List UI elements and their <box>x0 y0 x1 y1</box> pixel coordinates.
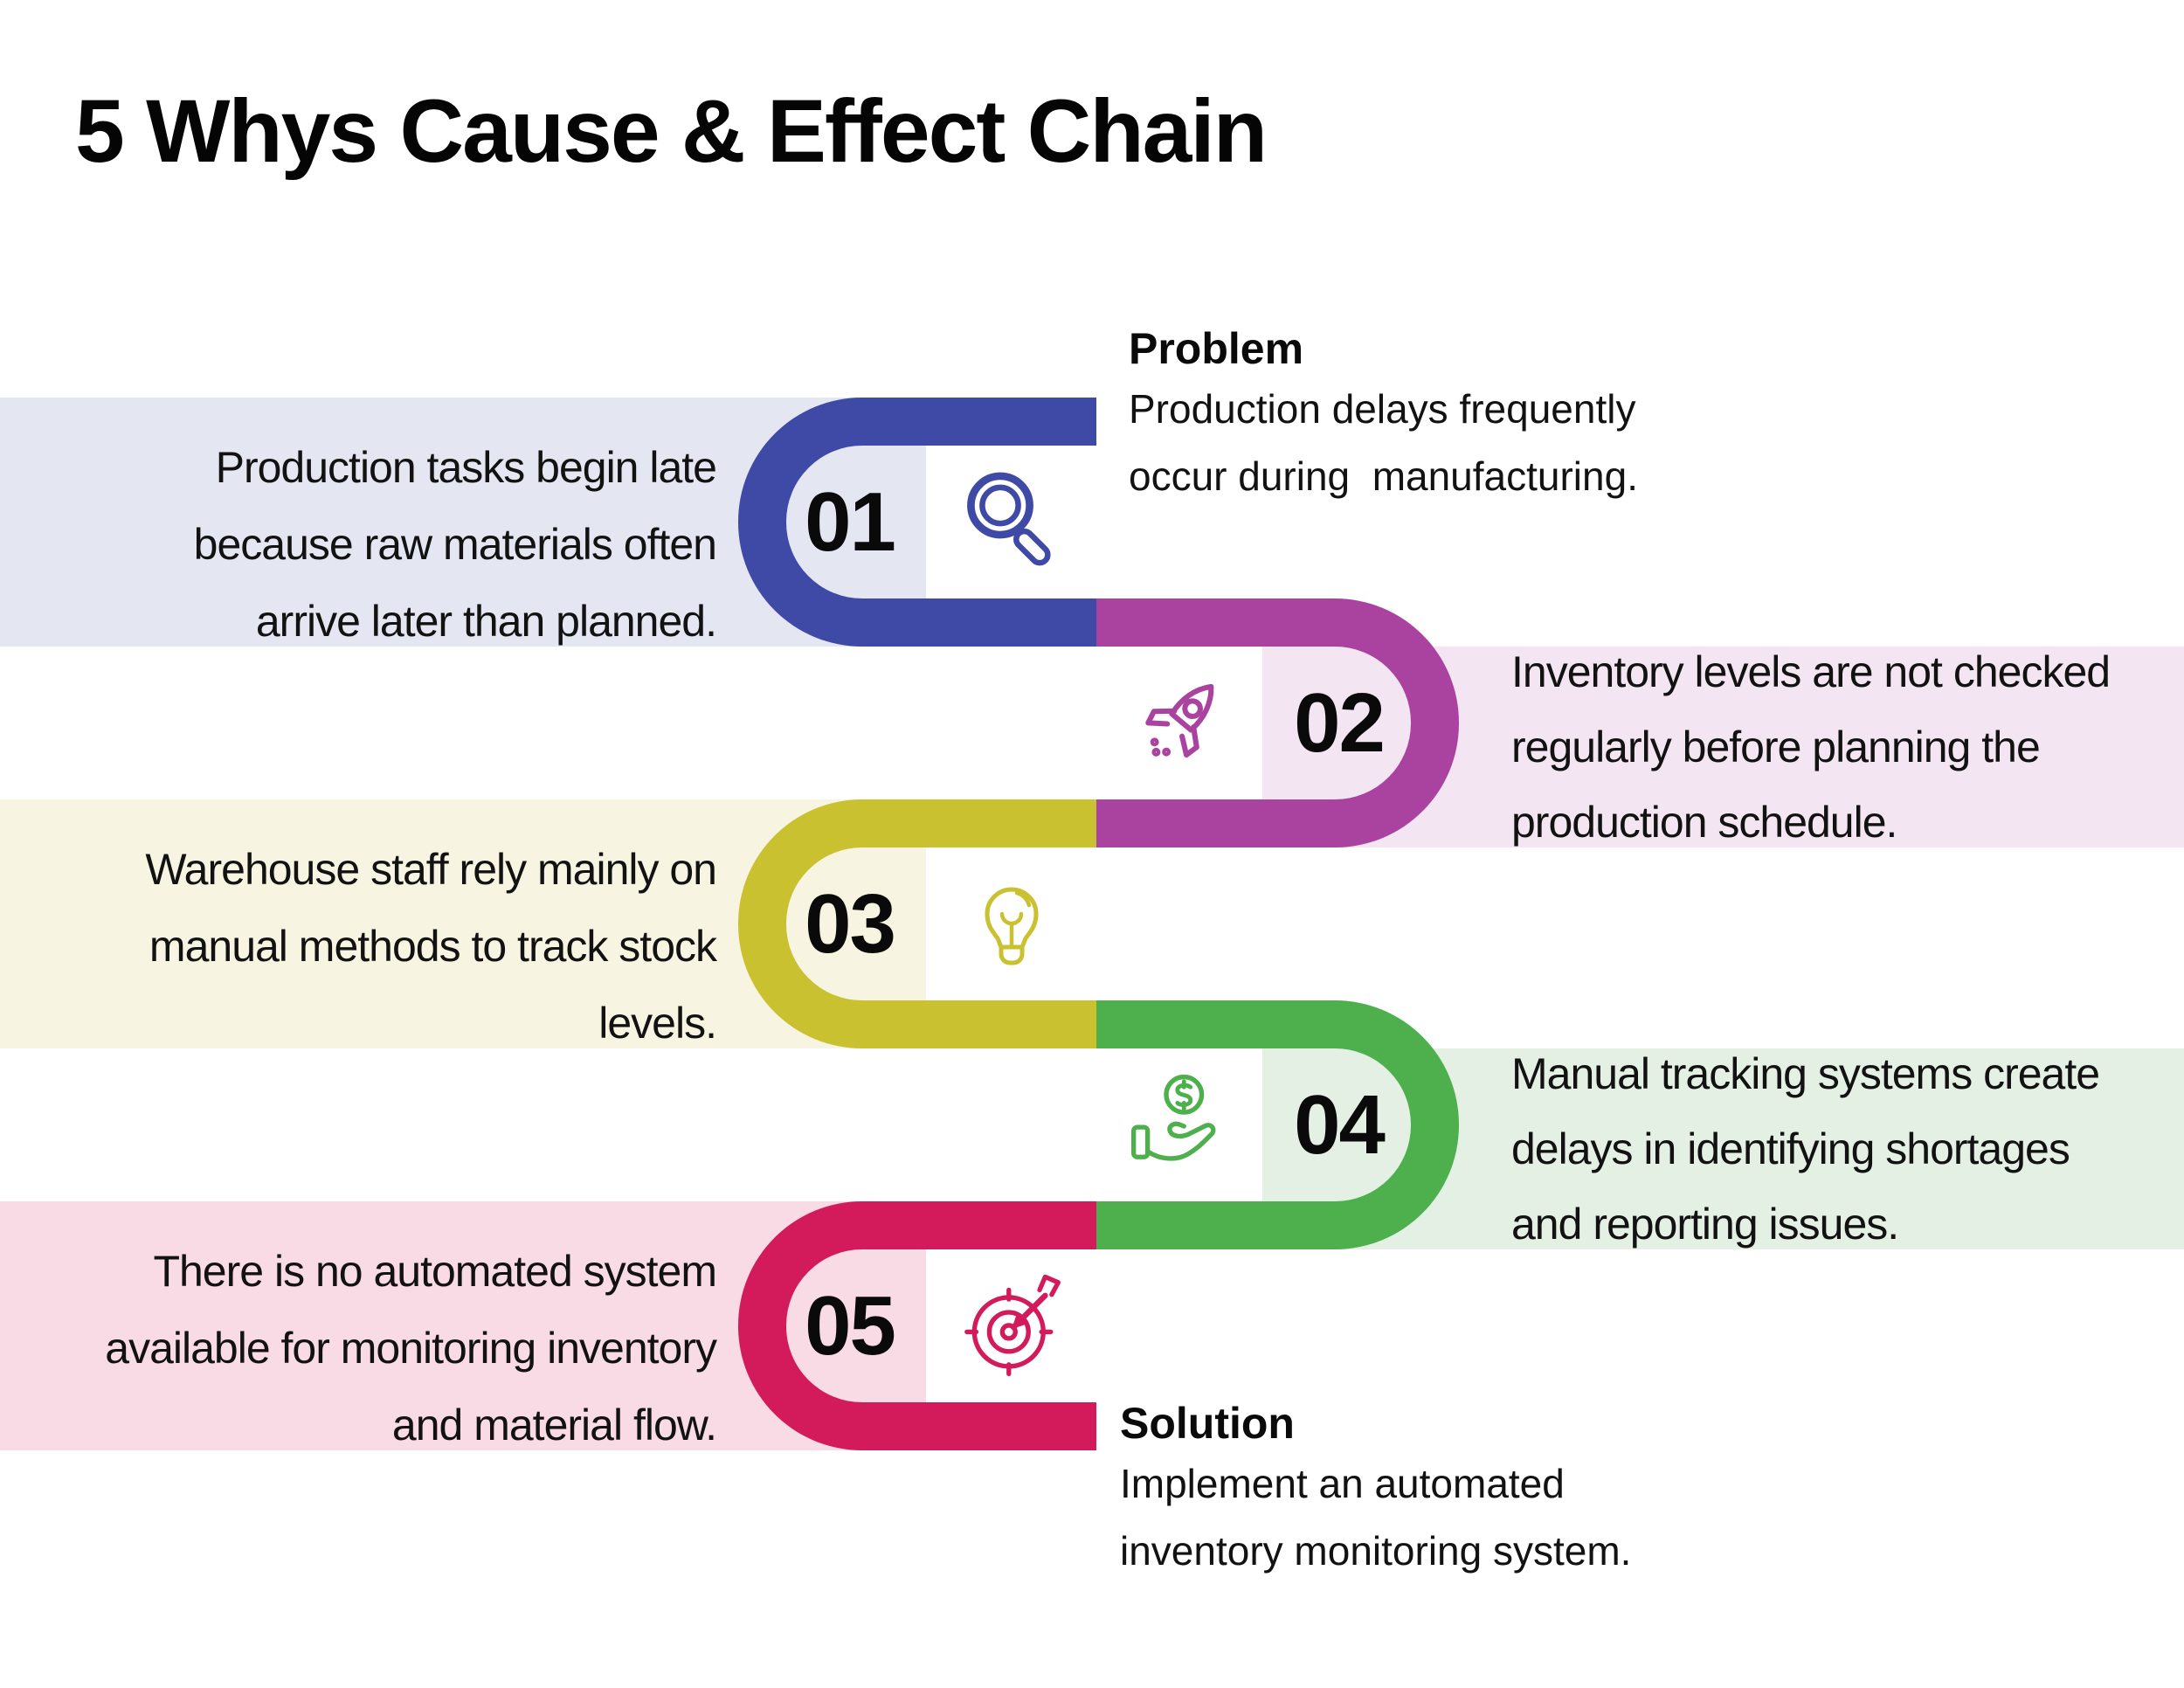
solution-line: inventory monitoring system. <box>1120 1528 1632 1574</box>
problem-note: Problem Production delays frequently occ… <box>1129 322 1740 510</box>
step-03-text: Warehouse staff rely mainly on manual me… <box>35 821 717 1070</box>
step-01-number: 01 <box>805 474 896 569</box>
step-text-line: There is no automated system <box>153 1246 717 1296</box>
solution-heading: Solution <box>1120 1399 1295 1448</box>
problem-line: Production delays frequently <box>1129 386 1636 432</box>
step-text-line: Production tasks begin late <box>215 442 717 492</box>
rocket-icon <box>1099 647 1261 799</box>
step-text-line: manual methods to track stock <box>149 921 717 971</box>
step-text-line: and material flow. <box>391 1400 717 1449</box>
step-text-line: delays in identifying shortages <box>1511 1124 2070 1173</box>
step-text-line: and reporting issues. <box>1511 1200 1899 1249</box>
money-hand-icon <box>1099 1048 1261 1201</box>
step-02-number: 02 <box>1294 675 1386 770</box>
step-05-text: There is no automated system available f… <box>35 1223 717 1472</box>
step-02-text: Inventory levels are not checked regular… <box>1511 647 2184 847</box>
step-02-connector-curve <box>1096 598 1459 847</box>
page-title: 5 Whys Cause & Effect Chain <box>75 81 1268 181</box>
step-text-line: Manual tracking systems create <box>1511 1049 2100 1098</box>
step-text-line: production schedule. <box>1511 798 1897 847</box>
step-04-text: Manual tracking systems create delays in… <box>1511 1048 2184 1249</box>
lightbulb-icon <box>926 847 1096 1000</box>
step-04-number: 04 <box>1294 1077 1386 1172</box>
step-01-text: Production tasks begin late because raw … <box>35 419 717 668</box>
step-text-line: arrive later than planned. <box>255 596 717 646</box>
magnifier-icon <box>926 446 1096 598</box>
step-text-line: levels. <box>598 998 717 1048</box>
problem-heading: Problem <box>1129 324 1304 373</box>
step-text-line: because raw materials often <box>193 519 717 569</box>
step-text-line: regularly before planning the <box>1511 723 2041 771</box>
step-text-line: Warehouse staff rely mainly on <box>145 844 717 894</box>
solution-line: Implement an automated <box>1120 1461 1565 1506</box>
step-text-line: available for monitoring inventory <box>105 1323 717 1373</box>
step-03-number: 03 <box>805 876 896 971</box>
step-text-line: Inventory levels are not checked <box>1511 647 2111 696</box>
solution-note: Solution Implement an automated inventor… <box>1120 1396 1731 1585</box>
target-icon <box>926 1249 1096 1402</box>
step-05-number: 05 <box>805 1278 896 1373</box>
problem-line: occur during manufacturing. <box>1129 453 1638 499</box>
